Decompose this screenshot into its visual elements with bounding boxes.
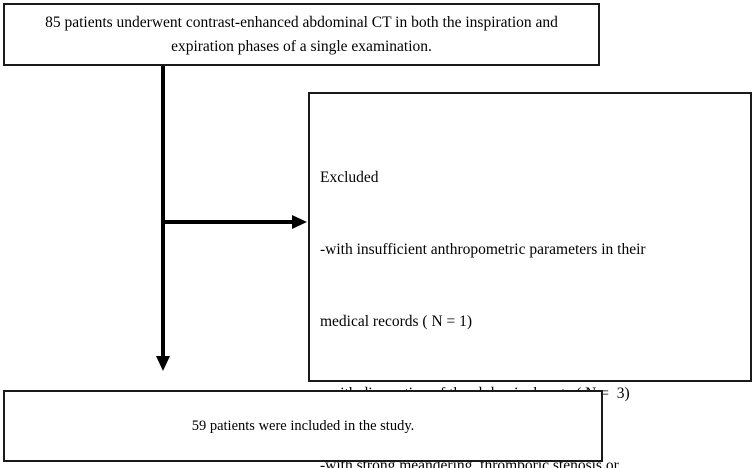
horizontal-connector-line — [161, 220, 294, 224]
arrow-down-icon — [156, 356, 170, 371]
vertical-connector-line — [161, 66, 165, 358]
enrolled-patients-box: 85 patients underwent contrast-enhanced … — [3, 3, 600, 66]
arrow-right-icon — [292, 215, 307, 229]
included-patients-box: 59 patients were included in the study. — [3, 390, 603, 462]
included-patients-text: 59 patients were included in the study. — [191, 418, 415, 434]
excluded-reason-line: -with insufficient anthropometric parame… — [320, 241, 646, 258]
enrolled-patients-text: 85 patients underwent contrast-enhanced … — [45, 13, 558, 55]
excluded-patients-box: Excluded -with insufficient anthropometr… — [308, 92, 752, 468]
excluded-reason-line: medical records ( N = 1) — [320, 313, 473, 330]
excluded-heading: Excluded — [320, 169, 379, 186]
excluded-reason-line: -with strong meandering, thromboric sten… — [320, 457, 619, 468]
